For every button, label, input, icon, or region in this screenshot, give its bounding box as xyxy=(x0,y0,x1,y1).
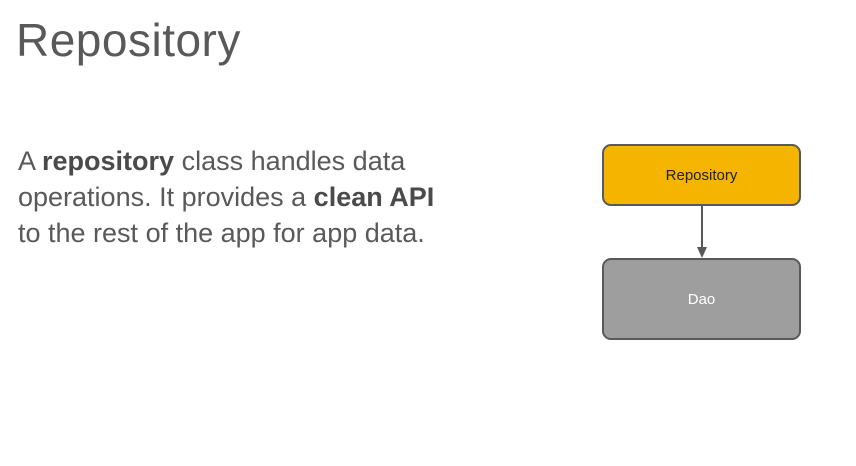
body-emphasis-clean-api: clean API xyxy=(313,182,435,212)
dao-box: Dao xyxy=(602,258,801,340)
slide-body-text: A repository class handles data operatio… xyxy=(18,143,448,251)
body-text-part: A xyxy=(18,146,43,176)
dao-box-label: Dao xyxy=(687,290,716,308)
body-text-part: class handles data operations. It provid… xyxy=(18,146,406,212)
body-emphasis-repository: repository xyxy=(42,146,175,176)
repository-box-label: Repository xyxy=(665,166,738,184)
arrow-icon xyxy=(697,206,707,258)
slide-title: Repository xyxy=(16,14,241,66)
body-text-part: to the rest of the app for app data. xyxy=(18,218,425,248)
repository-box: Repository xyxy=(602,144,801,206)
architecture-diagram: Repository Dao xyxy=(600,142,804,344)
